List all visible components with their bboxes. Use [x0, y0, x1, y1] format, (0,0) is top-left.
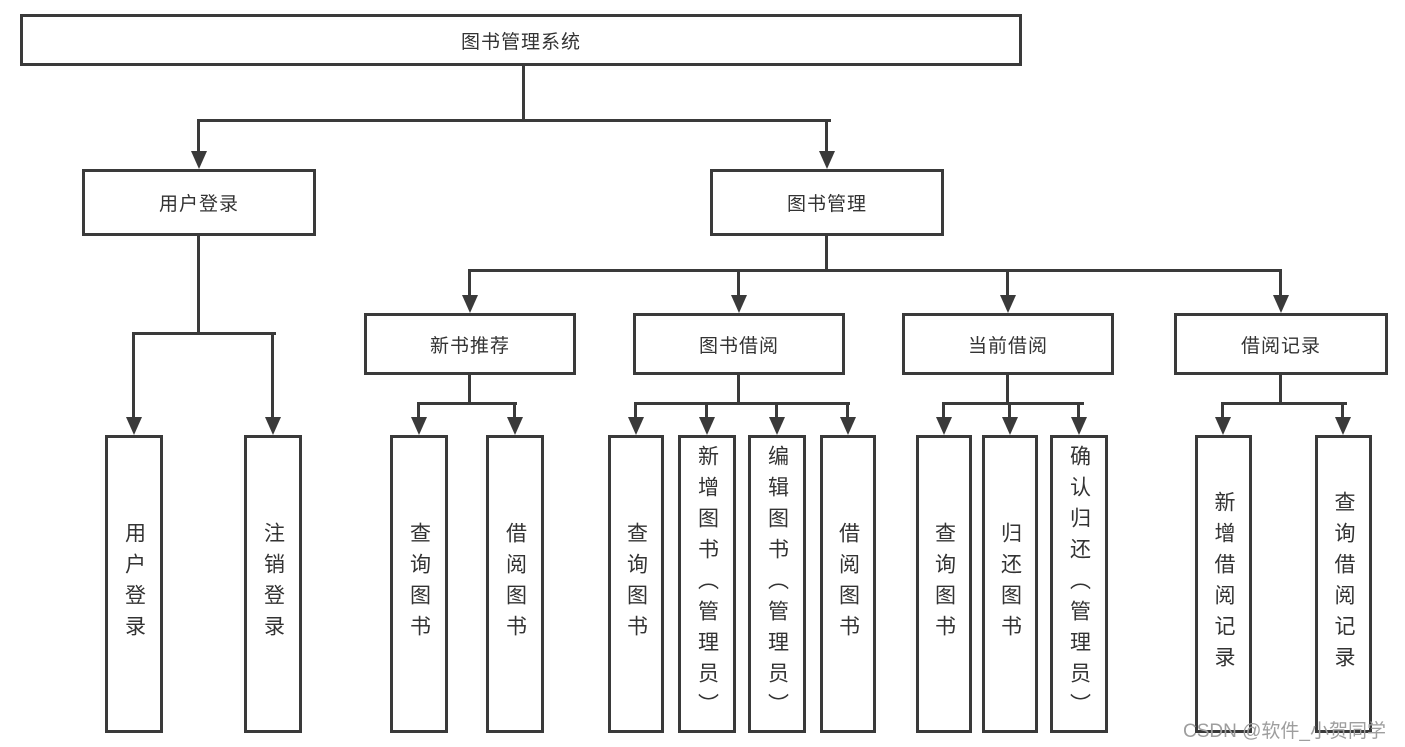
node-library-management-system: 图书管理系统 — [20, 14, 1022, 66]
arrow-down-icon — [1000, 295, 1016, 313]
connector-line — [468, 269, 471, 296]
arrow-down-icon — [1071, 417, 1087, 435]
leaf-user-login-label: 用户登录 — [122, 522, 146, 646]
connector-line — [197, 236, 200, 335]
arrow-down-icon — [699, 417, 715, 435]
arrow-down-icon — [265, 417, 281, 435]
node-book-borrow: 图书借阅 — [633, 313, 845, 375]
leaf-return-book: 归还图书 — [982, 435, 1038, 733]
leaf-borrow-books-borrow-label: 借阅图书 — [836, 522, 860, 646]
leaf-search-books-recommend: 查询图书 — [390, 435, 448, 733]
connector-line — [271, 332, 274, 419]
leaf-add-book-admin-label: 新增图书（管理员） — [695, 444, 719, 724]
arrow-down-icon — [126, 417, 142, 435]
leaf-add-borrow-record: 新增借阅记录 — [1195, 435, 1252, 733]
arrow-down-icon — [936, 417, 952, 435]
node-book-management-label: 图书管理 — [786, 194, 867, 215]
arrow-down-icon — [731, 295, 747, 313]
arrow-down-icon — [1335, 417, 1351, 435]
node-new-book-recommend: 新书推荐 — [364, 313, 576, 375]
connector-line — [1221, 402, 1224, 419]
node-book-management: 图书管理 — [710, 169, 944, 236]
watermark: CSDN @软件_小贺同学 — [1183, 721, 1386, 742]
leaf-edit-book-admin: 编辑图书（管理员） — [748, 435, 806, 733]
node-user-login-label: 用户登录 — [158, 194, 239, 215]
leaf-search-borrow-record: 查询借阅记录 — [1315, 435, 1372, 733]
connector-line — [522, 66, 525, 120]
node-current-borrow-label: 当前借阅 — [967, 335, 1048, 357]
connector-line — [634, 402, 637, 419]
leaf-search-books-borrow: 查询图书 — [608, 435, 664, 733]
leaf-search-books-recommend-label: 查询图书 — [407, 522, 431, 646]
connector-line — [197, 119, 200, 152]
leaf-return-book-label: 归还图书 — [998, 522, 1022, 646]
connector-line — [513, 402, 516, 419]
connector-line — [468, 269, 1282, 272]
arrow-down-icon — [507, 417, 523, 435]
node-current-borrow: 当前借阅 — [902, 313, 1114, 375]
node-user-login: 用户登录 — [82, 169, 316, 236]
leaf-logout-login: 注销登录 — [244, 435, 302, 733]
connector-line — [775, 402, 778, 419]
node-new-book-recommend-label: 新书推荐 — [429, 335, 510, 357]
connector-line — [942, 402, 1084, 405]
arrow-down-icon — [1215, 417, 1231, 435]
arrow-down-icon — [191, 151, 207, 169]
leaf-add-book-admin: 新增图书（管理员） — [678, 435, 736, 733]
leaf-search-books-current: 查询图书 — [916, 435, 972, 733]
arrow-down-icon — [1273, 295, 1289, 313]
connector-line — [417, 402, 517, 405]
arrow-down-icon — [840, 417, 856, 435]
leaf-add-borrow-record-label: 新增借阅记录 — [1212, 491, 1235, 677]
connector-line — [1006, 269, 1009, 296]
leaf-search-books-borrow-label: 查询图书 — [624, 522, 648, 646]
leaf-edit-book-admin-label: 编辑图书（管理员） — [765, 444, 789, 724]
node-borrow-records-label: 借阅记录 — [1240, 335, 1321, 357]
node-borrow-records: 借阅记录 — [1174, 313, 1388, 375]
leaf-search-borrow-record-label: 查询借阅记录 — [1332, 491, 1355, 677]
leaf-search-books-current-label: 查询图书 — [932, 522, 956, 646]
leaf-logout-login-label: 注销登录 — [261, 522, 285, 646]
node-book-borrow-label: 图书借阅 — [698, 335, 779, 357]
arrow-down-icon — [411, 417, 427, 435]
connector-line — [1008, 402, 1011, 419]
connector-line — [737, 375, 740, 405]
arrow-down-icon — [628, 417, 644, 435]
connector-line — [197, 119, 831, 122]
arrow-down-icon — [819, 151, 835, 169]
connector-line — [634, 402, 850, 405]
leaf-borrow-books-borrow: 借阅图书 — [820, 435, 876, 733]
connector-line — [1006, 375, 1009, 405]
connector-line — [705, 402, 708, 419]
connector-line — [1341, 402, 1344, 419]
connector-line — [417, 402, 420, 419]
connector-line — [132, 332, 135, 419]
connector-line — [1077, 402, 1080, 419]
leaf-confirm-return-admin: 确认归还（管理员） — [1050, 435, 1108, 733]
arrow-down-icon — [462, 295, 478, 313]
connector-line — [825, 119, 828, 152]
connector-line — [942, 402, 945, 419]
leaf-user-login: 用户登录 — [105, 435, 163, 733]
connector-line — [132, 332, 276, 335]
leaf-confirm-return-admin-label: 确认归还（管理员） — [1067, 444, 1091, 724]
leaf-borrow-books-recommend-label: 借阅图书 — [503, 522, 527, 646]
connector-line — [1279, 269, 1282, 296]
node-library-management-system-label: 图书管理系统 — [460, 31, 581, 53]
connector-line — [737, 269, 740, 296]
leaf-borrow-books-recommend: 借阅图书 — [486, 435, 544, 733]
connector-line — [468, 375, 471, 405]
arrow-down-icon — [769, 417, 785, 435]
connector-line — [846, 402, 849, 419]
connector-line — [825, 236, 828, 272]
connector-line — [1279, 375, 1282, 405]
connector-line — [1221, 402, 1347, 405]
arrow-down-icon — [1002, 417, 1018, 435]
